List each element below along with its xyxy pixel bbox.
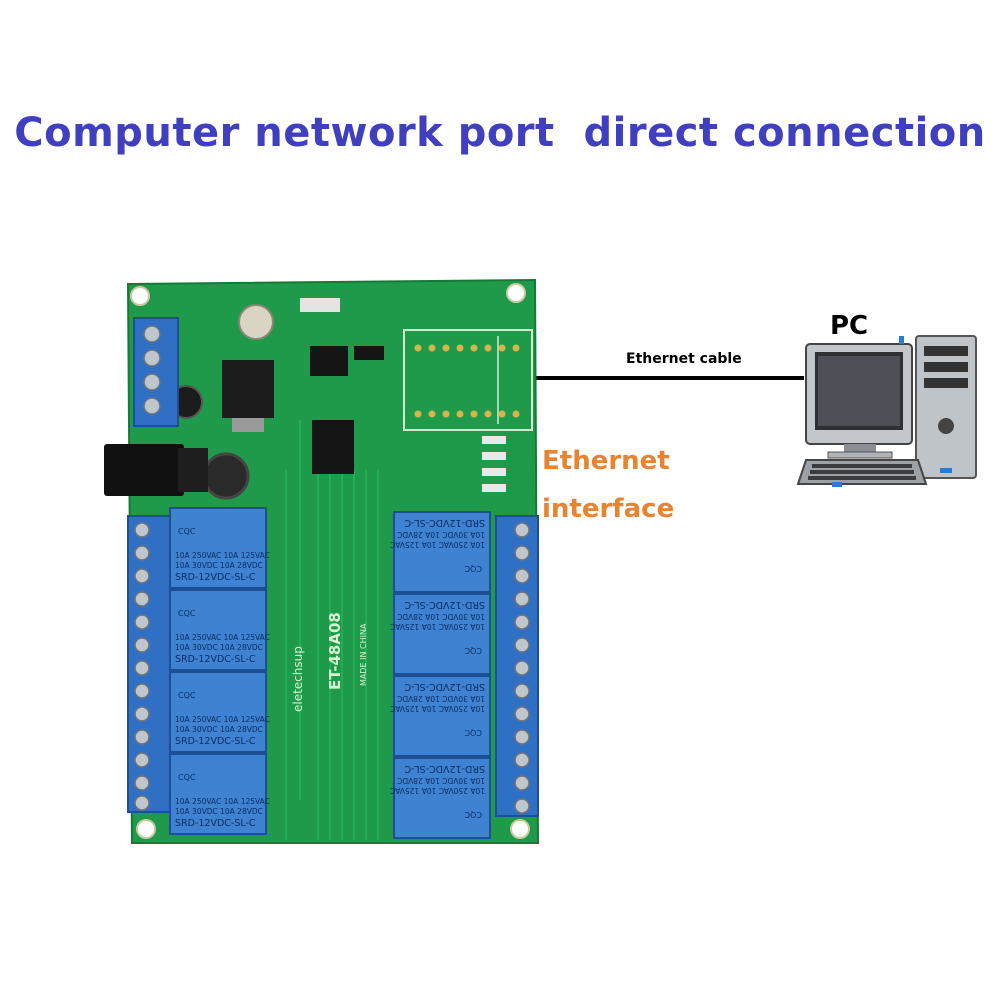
relay-model: SRD-12VDC-SL-C [175,572,256,583]
board-model: ET-48A08 [326,612,344,690]
relay-right-4: CQC 10A 250VAC 10A 125VAC 10A 30VDC 10A … [390,757,491,839]
relay-cert: CQC [178,691,196,700]
relay-cert: CQC [464,564,482,573]
relay-cert: CQC [464,810,482,819]
relay-left-1: CQC 10A 250VAC 10A 125VAC 10A 30VDC 10A … [169,507,270,589]
ethernet-interface-line2: interface [542,494,675,524]
relay-rating-dc: 10A 30VDC 10A 28VDC [175,807,263,816]
ethernet-interface-label: Ethernet interface [542,437,674,533]
pc-label: PC [830,311,869,341]
relay-rating-ac: 10A 250VAC 10A 125VAC [175,797,270,806]
relay-rating-dc: 10A 30VDC 10A 28VDC [397,530,485,539]
relay-rating-ac: 10A 250VAC 10A 125VAC [390,622,485,631]
relay-right-1: CQC 10A 250VAC 10A 125VAC 10A 30VDC 10A … [390,511,491,593]
relay-cert: CQC [464,728,482,737]
relay-rating-ac: 10A 250VAC 10A 125VAC [175,551,270,560]
ethernet-interface-line1: Ethernet [542,446,670,476]
page-title: Computer network port direct connection [14,110,986,156]
relay-rating-dc: 10A 30VDC 10A 28VDC [175,643,263,652]
relay-rating-ac: 10A 250VAC 10A 125VAC [175,715,270,724]
relay-model: SRD-12VDC-SL-C [404,763,485,774]
relay-rating-ac: 10A 250VAC 10A 125VAC [390,704,485,713]
desktop-computer-icon [796,335,977,487]
relay-rating-dc: 10A 30VDC 10A 28VDC [175,561,263,570]
relay-rating-dc: 10A 30VDC 10A 28VDC [397,694,485,703]
relay-left-2: CQC 10A 250VAC 10A 125VAC 10A 30VDC 10A … [169,589,270,671]
relay-right-2: CQC 10A 250VAC 10A 125VAC 10A 30VDC 10A … [390,593,491,675]
left-terminal-strip [127,515,171,813]
relay-cert: CQC [178,773,196,782]
relay-model: SRD-12VDC-SL-C [404,681,485,692]
relay-rating-ac: 10A 250VAC 10A 125VAC [390,786,485,795]
relay-model: SRD-12VDC-SL-C [404,517,485,528]
power-terminal-block [133,317,179,427]
relay-cert: CQC [178,527,196,536]
relay-left-4: CQC 10A 250VAC 10A 125VAC 10A 30VDC 10A … [169,753,270,835]
relay-model: SRD-12VDC-SL-C [175,654,256,665]
board-origin: MADE IN CHINA [359,623,368,686]
relay-left-3: CQC 10A 250VAC 10A 125VAC 10A 30VDC 10A … [169,671,270,753]
ethernet-cable-label: Ethernet cable [626,351,742,367]
relay-rating-dc: 10A 30VDC 10A 28VDC [175,725,263,734]
relay-cert: CQC [464,646,482,655]
right-terminal-strip [495,515,539,817]
relay-model: SRD-12VDC-SL-C [175,818,256,829]
relay-rating-ac: 10A 250VAC 10A 125VAC [390,540,485,549]
relay-rating-dc: 10A 30VDC 10A 28VDC [397,776,485,785]
board-brand: eletechsup [291,646,305,712]
relay-rating-dc: 10A 30VDC 10A 28VDC [397,612,485,621]
relay-right-3: CQC 10A 250VAC 10A 125VAC 10A 30VDC 10A … [390,675,491,757]
relay-model: SRD-12VDC-SL-C [175,736,256,747]
relay-rating-ac: 10A 250VAC 10A 125VAC [175,633,270,642]
relay-model: SRD-12VDC-SL-C [404,599,485,610]
relay-cert: CQC [178,609,196,618]
